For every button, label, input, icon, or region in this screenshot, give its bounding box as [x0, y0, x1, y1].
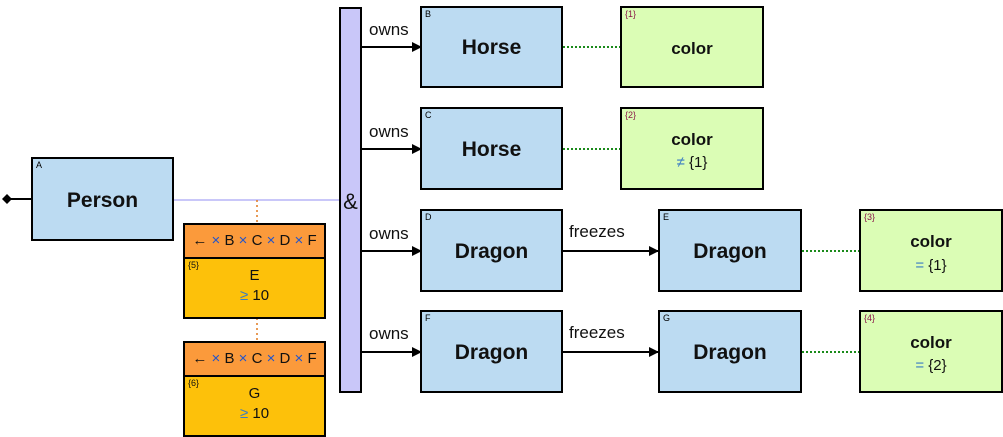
times-icon: ×: [294, 232, 304, 249]
attribute-color-4[interactable]: {4} color = {2}: [859, 310, 1003, 393]
entity-name: Horse: [461, 36, 522, 59]
aggregate-tag: {6}: [188, 378, 200, 388]
header-item: D: [279, 350, 291, 367]
times-icon: ×: [238, 232, 248, 249]
node-tag: G: [663, 313, 671, 323]
attribute-name: color: [910, 333, 952, 352]
times-icon: ×: [266, 232, 276, 249]
entity-name: Dragon: [693, 240, 767, 263]
header-item: B: [224, 232, 235, 249]
times-icon: ×: [211, 232, 221, 249]
header-item: C: [251, 232, 263, 249]
edge-label-owns: owns: [369, 224, 409, 243]
condition-operator: ≥: [239, 287, 249, 304]
attribute-color-1[interactable]: {1} color: [620, 6, 764, 88]
times-icon: ×: [266, 350, 276, 367]
times-icon: ×: [211, 350, 221, 367]
arrow-left-icon: ←: [192, 350, 208, 367]
entity-horse-c[interactable]: C Horse: [420, 107, 563, 190]
entity-name: Dragon: [693, 341, 767, 364]
edge-label-owns: owns: [369, 20, 409, 39]
header-item: B: [224, 350, 235, 367]
entity-name: Dragon: [454, 341, 529, 364]
attribute-condition: = {2}: [861, 357, 1001, 374]
aggregate-header[interactable]: ← × B × C × D × F: [183, 223, 326, 259]
node-tag: E: [663, 212, 670, 222]
node-tag: C: [425, 110, 432, 120]
condition-value: 10: [252, 405, 270, 422]
header-item: D: [279, 232, 291, 249]
aggregate-tag: {5}: [188, 260, 200, 270]
node-tag: D: [425, 212, 432, 222]
aggregate-body[interactable]: {5} E ≥ 10: [183, 259, 326, 319]
header-item: C: [251, 350, 263, 367]
condition-value: {1}: [689, 154, 708, 171]
node-tag: A: [36, 160, 43, 170]
times-icon: ×: [238, 350, 248, 367]
entity-person[interactable]: A Person: [31, 157, 174, 241]
condition-operator: ≠: [676, 154, 685, 171]
node-tag: F: [425, 313, 431, 323]
attribute-color-3[interactable]: {3} color = {1}: [859, 209, 1003, 292]
start-diamond: [2, 194, 12, 204]
conjunction-bar[interactable]: &: [339, 7, 362, 393]
condition-operator: =: [915, 357, 925, 374]
condition-operator: =: [915, 257, 925, 274]
edge-label-owns: owns: [369, 122, 409, 141]
aggregate-name: G: [248, 385, 261, 402]
header-item: F: [307, 350, 317, 367]
entity-dragon-g[interactable]: G Dragon: [658, 310, 802, 393]
attribute-tag: {2}: [625, 110, 637, 120]
aggregate-header[interactable]: ← × B × C × D × F: [183, 341, 326, 377]
edge-label-owns: owns: [369, 324, 409, 343]
arrow-left-icon: ←: [192, 232, 208, 249]
entity-name: Dragon: [454, 240, 529, 263]
aggregate-name: E: [249, 267, 260, 284]
conjunction-symbol: &: [343, 189, 358, 214]
condition-operator: ≥: [239, 405, 249, 422]
attribute-condition: = {1}: [861, 257, 1001, 274]
entity-dragon-f[interactable]: F Dragon: [420, 310, 563, 393]
aggregate-body[interactable]: {6} G ≥ 10: [183, 377, 326, 437]
attribute-condition: ≠ {1}: [622, 154, 762, 171]
attribute-color-2[interactable]: {2} color ≠ {1}: [620, 107, 764, 190]
aggregate-condition: ≥ 10: [185, 405, 324, 422]
edge-label-freezes: freezes: [569, 323, 625, 342]
node-tag: B: [425, 9, 432, 19]
attribute-tag: {3}: [864, 212, 876, 222]
times-icon: ×: [294, 350, 304, 367]
attribute-tag: {1}: [625, 9, 637, 19]
attribute-name: color: [671, 39, 713, 58]
header-item: F: [307, 232, 317, 249]
entity-name: Horse: [461, 138, 522, 161]
entity-dragon-e[interactable]: E Dragon: [658, 209, 802, 292]
attribute-tag: {4}: [864, 313, 876, 323]
condition-value: {2}: [928, 357, 947, 374]
condition-value: {1}: [928, 257, 947, 274]
aggregate-condition: ≥ 10: [185, 287, 324, 304]
condition-value: 10: [252, 287, 270, 304]
entity-dragon-d[interactable]: D Dragon: [420, 209, 563, 292]
attribute-name: color: [671, 130, 713, 149]
edge-label-freezes: freezes: [569, 222, 625, 241]
entity-horse-b[interactable]: B Horse: [420, 6, 563, 88]
attribute-name: color: [910, 232, 952, 251]
entity-name: Person: [66, 189, 139, 212]
